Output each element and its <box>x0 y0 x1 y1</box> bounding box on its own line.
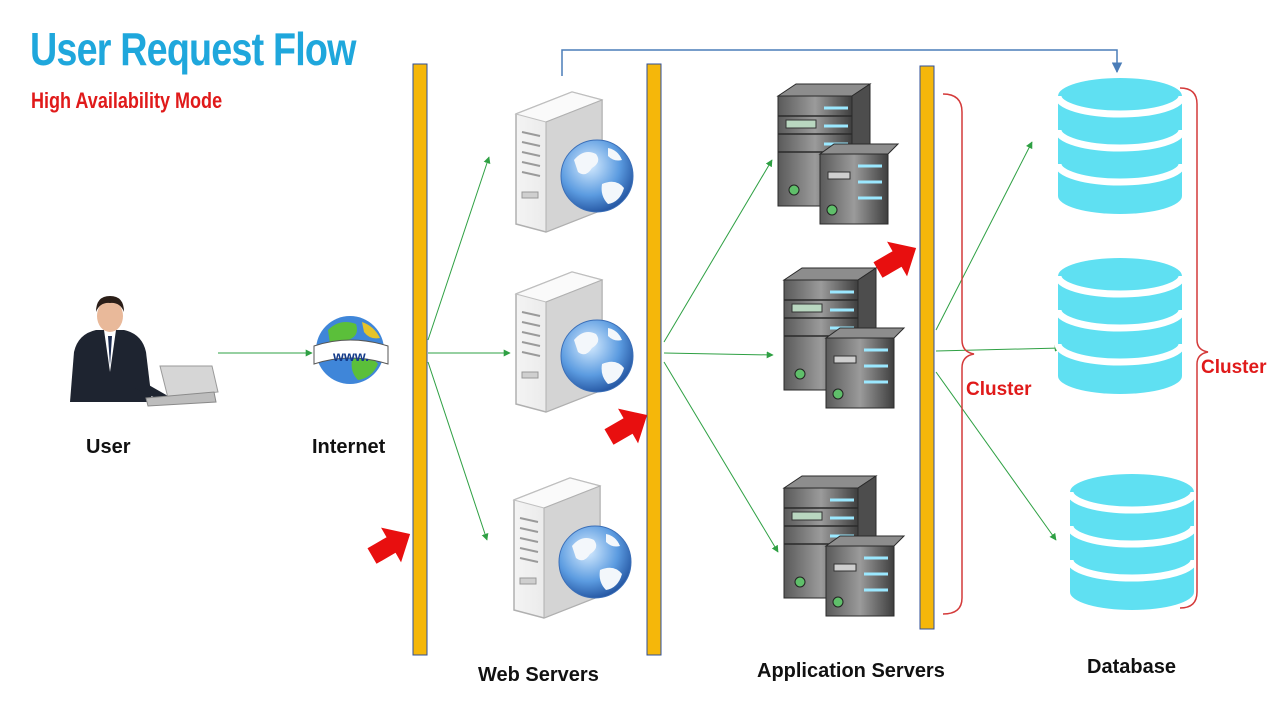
lb2-to-app3-arrow <box>663 361 779 553</box>
application-server-icon <box>782 266 906 410</box>
page-title: User Request Flow <box>30 23 356 75</box>
lb2-to-app1-arrow <box>663 159 773 343</box>
web-to-database-link <box>561 49 1123 76</box>
red-flow-arrow-3 <box>873 241 917 278</box>
load-balancer-bar-3 <box>919 65 935 630</box>
lb1-to-web3-arrow <box>427 361 489 541</box>
user-label: User <box>86 436 131 458</box>
app-cluster-label: Cluster <box>966 379 1032 400</box>
load-balancer-bar-2 <box>646 63 662 656</box>
application-servers-label: Application Servers <box>757 660 945 682</box>
user-laptop-icon <box>70 296 219 407</box>
lb1-to-web1-arrow <box>427 156 491 341</box>
database-cylinder-icon <box>1070 474 1194 610</box>
page-subtitle: High Availability Mode <box>31 88 223 113</box>
app-cluster-bracket <box>942 93 975 615</box>
lb3-to-db1-arrow <box>935 141 1033 331</box>
lb2-to-app2-arrow <box>663 351 774 359</box>
internet-label: Internet <box>312 436 386 458</box>
globe-www-text: www. <box>332 348 369 364</box>
load-balancer-bar-1 <box>412 63 428 656</box>
application-server-icon <box>782 474 906 618</box>
internet-globe-icon: www. <box>313 316 389 384</box>
application-server-icon <box>776 82 900 226</box>
lb3-to-db3-arrow <box>935 371 1057 541</box>
lb3-to-db2-arrow <box>935 344 1062 352</box>
db-cluster-label: Cluster <box>1201 357 1267 378</box>
web-servers-label: Web Servers <box>478 664 599 686</box>
database-label: Database <box>1087 656 1176 678</box>
database-cylinder-icon <box>1058 78 1182 214</box>
web-server-icon <box>515 91 634 233</box>
web-server-icon <box>515 271 634 413</box>
db-cluster-bracket <box>1179 87 1209 609</box>
database-cylinder-icon <box>1058 258 1182 394</box>
red-flow-arrow-1 <box>367 527 411 564</box>
web-server-icon <box>513 477 632 619</box>
red-flow-arrow-2 <box>604 408 648 445</box>
